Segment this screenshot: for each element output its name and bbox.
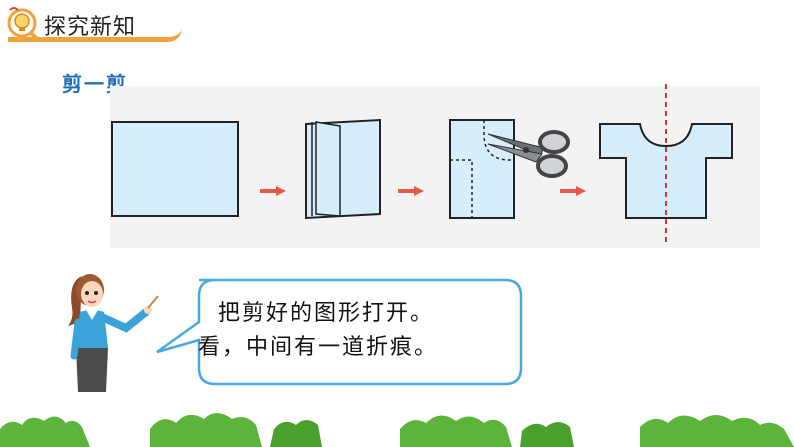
header-underline	[8, 20, 182, 42]
scissors-icon	[487, 130, 570, 178]
speech-text: 把剪好的图形打开。 看，中间有一道折痕。	[198, 297, 518, 365]
arrow-right-icon	[398, 186, 424, 196]
grass-decoration	[0, 413, 794, 447]
paper-sheet-illustration	[111, 121, 239, 217]
cutting-illustration	[449, 119, 570, 219]
speech-line-1: 把剪好的图形打开。	[218, 301, 435, 326]
shirt-illustration	[599, 84, 733, 246]
folded-paper-illustration	[305, 118, 381, 220]
page-title: 探究新知	[44, 15, 137, 40]
arrow-right-icon	[260, 186, 286, 196]
teacher-illustration	[68, 274, 159, 392]
speech-line-2: 看，中间有一道折痕。	[198, 335, 439, 360]
section-header: 探究新知	[0, 0, 185, 46]
magnifier-bulb-icon	[7, 7, 40, 42]
speech-bubble	[156, 278, 523, 386]
arrow-right-icon	[560, 186, 586, 196]
